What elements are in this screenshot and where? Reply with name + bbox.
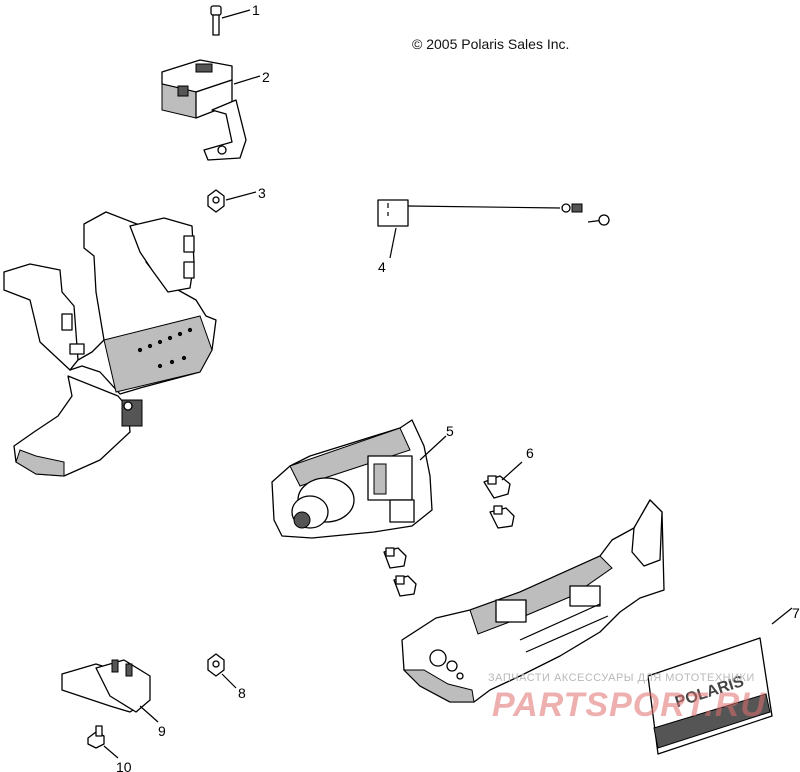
part-10-screw xyxy=(87,725,119,759)
callout-5: 5 xyxy=(446,423,454,439)
part-5-winch xyxy=(271,419,447,539)
license-plate: POLARIS xyxy=(647,607,793,755)
part-4-wire-harness xyxy=(377,199,610,259)
part-2-mount-bracket xyxy=(161,59,261,161)
watermark-caption: ЗАПЧАСТИ АКСЕССУАРЫ ДЛЯ МОТОТЕХНИКИ xyxy=(488,672,755,684)
callout-9: 9 xyxy=(158,723,166,739)
part-1-bolt xyxy=(210,5,251,36)
copyright-notice: © 2005 Polaris Sales Inc. xyxy=(412,36,570,52)
callout-3: 3 xyxy=(258,185,266,201)
callout-1: 1 xyxy=(252,2,260,18)
part-9-solenoid xyxy=(61,659,159,723)
winch-mount-frame xyxy=(3,211,217,477)
callout-2: 2 xyxy=(262,69,270,85)
callout-7: 7 xyxy=(792,605,800,621)
callout-8: 8 xyxy=(238,685,246,701)
watermark-logo: PARTSPORT.RU xyxy=(492,686,766,724)
part-3-nut xyxy=(207,189,257,213)
part-7-front-bumper xyxy=(401,499,665,703)
callout-10: 10 xyxy=(116,759,132,772)
callout-4: 4 xyxy=(378,259,386,275)
part-8-nut xyxy=(207,653,237,689)
callout-6: 6 xyxy=(526,445,534,461)
part-6-bolts xyxy=(383,461,523,597)
